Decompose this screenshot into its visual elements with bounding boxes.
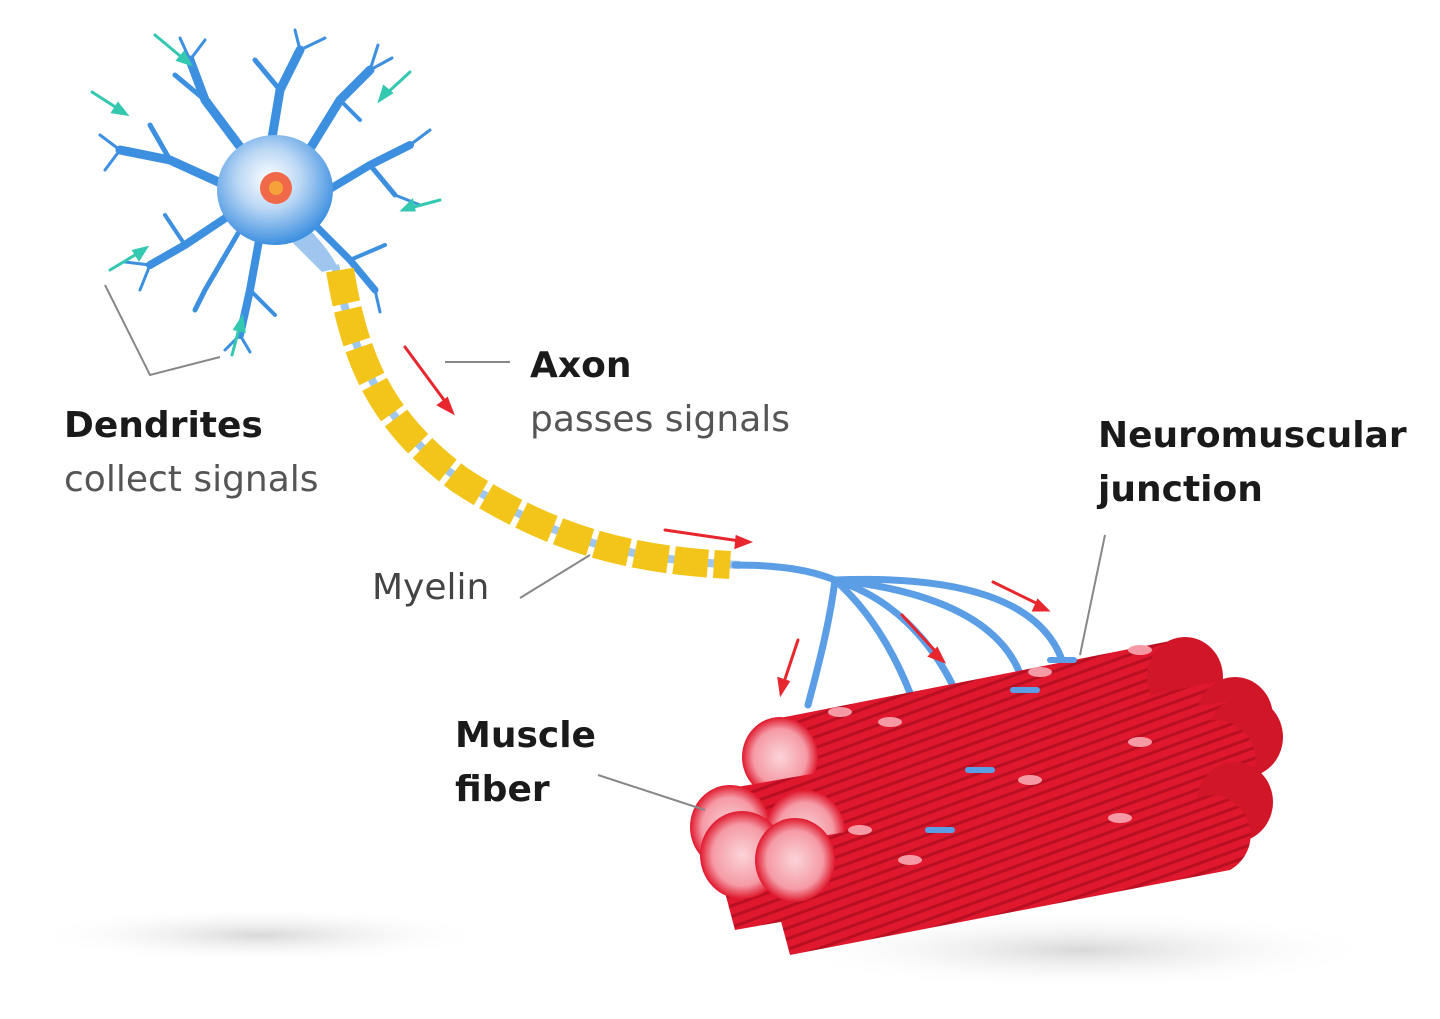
signal-arrows [403,345,1051,698]
nmj-label-line1: Neuromuscular [1098,415,1407,456]
input-arrows [90,33,442,357]
myelin-sheath [326,267,731,579]
muscle-fiber-front-2 [755,794,1251,955]
neuromuscular-junctions [925,657,1077,833]
muscle-label-line1: Muscle [455,715,596,756]
muscle-label-line2: fiber [455,769,550,810]
leader-lines [104,284,1106,811]
muscle-bundle [690,637,1283,955]
dendrites-subtitle: collect signals [64,459,319,500]
dendrites [98,28,432,354]
axon-title: Axon [530,345,632,386]
nucleolus [269,181,283,195]
muscle-nuclei [828,645,1152,865]
neuron-shadow [30,907,490,963]
axon-subtitle: passes signals [530,399,791,440]
nmj-label-line2: junction [1098,469,1263,510]
dendrites-title: Dendrites [64,405,263,446]
muscle-shadow [780,910,1380,990]
myelin-label: Myelin [372,567,490,608]
